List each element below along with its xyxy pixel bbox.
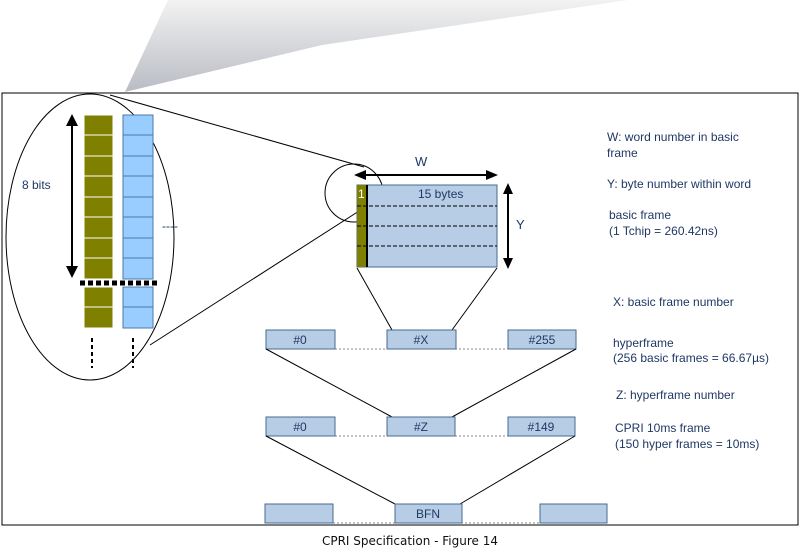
hyperframe-label-0: #0 <box>293 333 307 347</box>
bits-arrow-head-down <box>66 266 78 278</box>
hyperframe-label-255: #255 <box>529 333 556 347</box>
legend-x-line: X: basic frame number <box>613 295 734 309</box>
bfn-box-right <box>539 503 608 524</box>
bfn-box-left <box>264 503 334 524</box>
legend-w-line2: frame <box>607 146 638 160</box>
legend-w-line1: W: word number in basic <box>607 130 739 144</box>
hyperframe-box-0 <box>265 329 336 350</box>
legend-basic-line2: (1 Tchip = 260.42ns) <box>609 224 718 238</box>
bits-label: 8 bits <box>22 178 51 192</box>
w-axis-label: W <box>415 154 428 169</box>
blue-bit-column <box>122 114 154 329</box>
frame-label-149: #149 <box>528 420 555 434</box>
bits-arrow-head-up <box>66 114 78 126</box>
y-arrow-head-up <box>503 183 513 194</box>
frame-box-z <box>386 416 456 437</box>
frame-label-z: #Z <box>414 420 428 434</box>
w-arrow-head-right <box>486 170 498 180</box>
legend-y-line: Y: byte number within word <box>607 177 751 191</box>
frame-label-0: #0 <box>293 420 307 434</box>
word-index: 1 <box>358 187 365 201</box>
y-axis-label: Y <box>516 217 525 232</box>
legend-basic-line1: basic frame <box>609 208 671 222</box>
bfn-box-center <box>394 503 463 524</box>
legend-cpri-line2: (150 hyper frames = 10ms) <box>615 437 759 451</box>
basic-to-x-left <box>356 267 393 331</box>
columns-ellipsis: ---- <box>162 219 178 233</box>
hyperframe-label-x: #X <box>414 333 429 347</box>
y-arrow-head-down <box>503 258 513 269</box>
figure-frame <box>1 92 799 526</box>
bytes-label: 15 bytes <box>418 187 463 201</box>
figure-caption: CPRI Specification - Figure 14 <box>322 534 498 548</box>
frame-to-bfn-right <box>459 435 576 505</box>
zoom-line-bottom <box>149 203 371 346</box>
bfn-label: BFN <box>416 507 440 521</box>
hyperframe-box-x <box>386 329 457 350</box>
basic-to-x-right <box>451 267 498 331</box>
zoom-ellipse <box>5 93 175 381</box>
legend-hyper-line2: (256 basic frames = 66.67µs) <box>613 351 769 365</box>
hyperframe-box-255 <box>507 329 577 350</box>
hyper-to-z-left <box>265 348 393 418</box>
control-word <box>357 185 367 267</box>
legend-z-line: Z: hyperframe number <box>616 388 735 402</box>
frame-box-0 <box>265 416 336 437</box>
frame-to-bfn-left <box>265 435 396 505</box>
legend-cpri-line1: CPRI 10ms frame <box>615 421 711 435</box>
olive-bit-column <box>83 114 114 329</box>
legend-hyper-line1: hyperframe <box>613 336 674 350</box>
zoom-line-top <box>109 94 365 168</box>
callout-pointer <box>125 0 628 92</box>
w-arrow-head-left <box>354 170 366 180</box>
hyper-to-z-right <box>451 348 577 418</box>
frame-box-149 <box>507 416 576 437</box>
